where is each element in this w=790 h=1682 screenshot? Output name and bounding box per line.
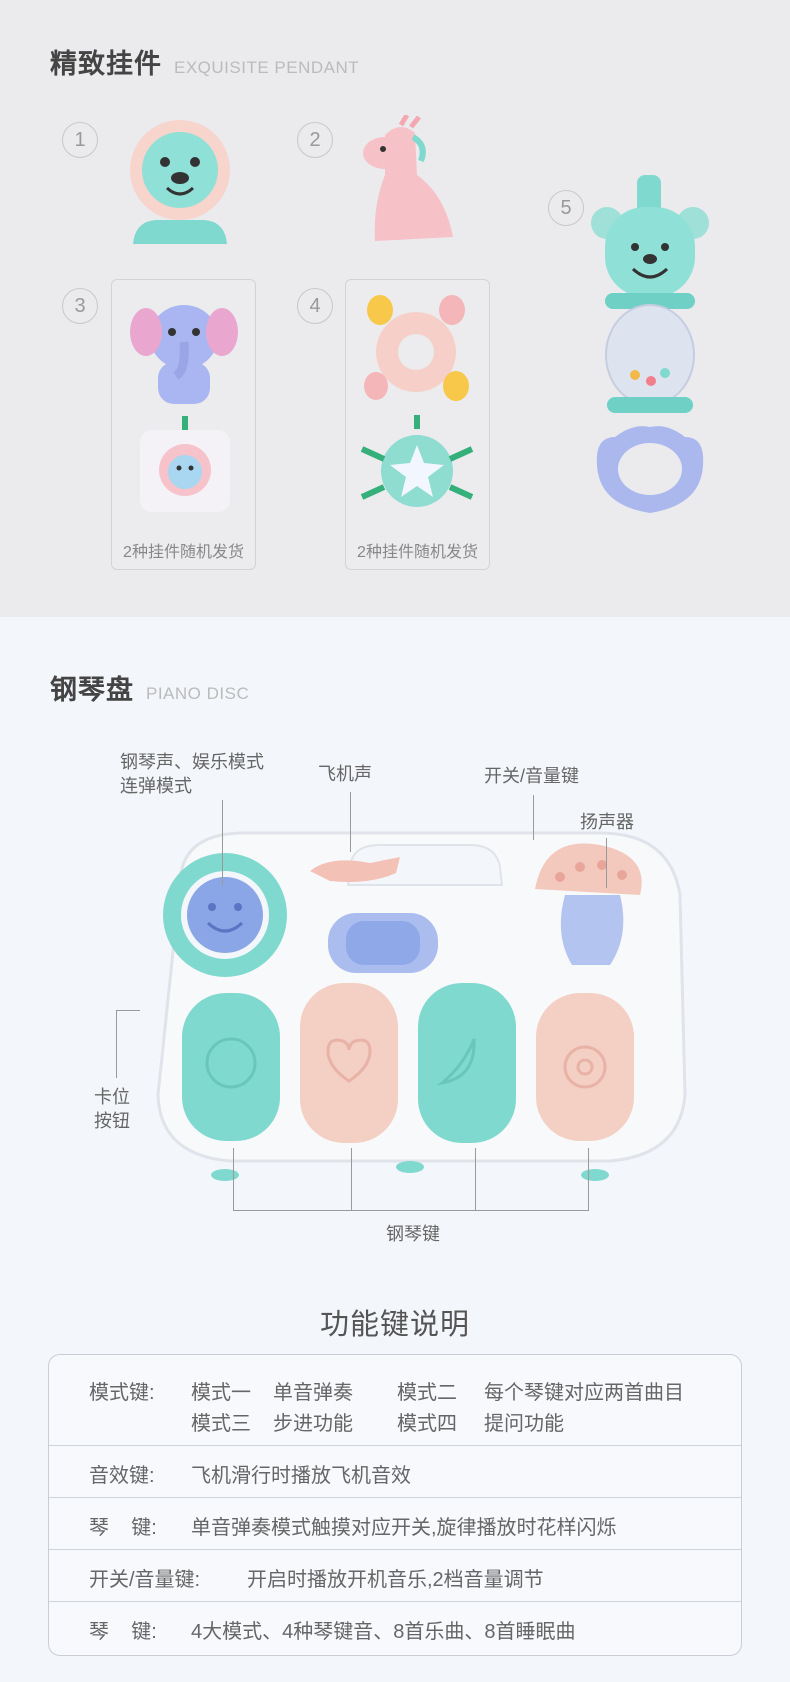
lion-cushion-image bbox=[140, 416, 230, 512]
function-key-switch: 开关/音量键: bbox=[89, 1569, 201, 1591]
pendant-number-1: 1 bbox=[62, 122, 98, 158]
label-plane: 飞机声 bbox=[318, 764, 372, 784]
function-row-sound: 音效键: 飞机滑行时播放飞机音效 bbox=[49, 1445, 741, 1497]
piano-title-en: PIANO DISC bbox=[146, 684, 250, 703]
label-clip-line2: 按钮 bbox=[94, 1111, 130, 1131]
giraffe-pendant-image bbox=[363, 115, 453, 241]
bear-rattle-image bbox=[591, 175, 709, 513]
label-mode-line1: 钢琴声、娱乐模式 bbox=[120, 752, 264, 772]
piano-disc-image bbox=[156, 831, 687, 1181]
mode-4-desc: 提问功能 bbox=[484, 1413, 564, 1435]
bracket-left bbox=[233, 1148, 234, 1210]
function-table: 模式键: 模式一 单音弹奏 模式二 每个琴键对应两首曲目 模式三 步进功能 模式… bbox=[48, 1354, 742, 1656]
function-val-sound: 飞机滑行时播放飞机音效 bbox=[191, 1465, 411, 1487]
pendant-caption-3: 2种挂件随机发货 bbox=[123, 544, 244, 561]
bracket-bottom bbox=[233, 1210, 589, 1211]
pendant-title-en: EXQUISITE PENDANT bbox=[174, 58, 360, 77]
piano-section-title: 钢琴盘 PIANO DISC bbox=[50, 668, 249, 707]
mode-3-desc: 步进功能 bbox=[273, 1413, 353, 1435]
leader-line-speaker bbox=[606, 838, 607, 888]
leader-line-switch bbox=[533, 795, 534, 840]
leader-line-plane bbox=[350, 792, 351, 852]
function-key-key: 琴 键: bbox=[89, 1517, 157, 1539]
pendant-number-3: 3 bbox=[62, 288, 98, 324]
function-key-mode: 模式键: bbox=[89, 1382, 155, 1404]
function-row-switch: 开关/音量键: 开启时播放开机音乐,2档音量调节 bbox=[49, 1549, 741, 1601]
mode-1-label: 模式一 bbox=[191, 1382, 251, 1404]
bracket-right bbox=[588, 1148, 589, 1210]
pendant-number-2: 2 bbox=[297, 122, 333, 158]
label-clip-line1: 卡位 bbox=[94, 1087, 130, 1107]
function-title: 功能键说明 bbox=[319, 1309, 470, 1341]
mode-1-desc: 单音弹奏 bbox=[273, 1382, 353, 1404]
function-val-switch: 开启时播放开机音乐,2档音量调节 bbox=[247, 1569, 544, 1591]
elephant-pendant-image bbox=[130, 305, 238, 404]
function-row-key2: 琴 键: 4大模式、4种琴键音、8首乐曲、8首睡眠曲 bbox=[49, 1601, 741, 1655]
label-keys: 钢琴键 bbox=[386, 1224, 440, 1244]
mode-2-label: 模式二 bbox=[397, 1382, 457, 1404]
lion-pendant-image bbox=[130, 120, 230, 244]
leader-line-mode bbox=[222, 800, 223, 885]
leader-line-clip bbox=[116, 1010, 117, 1078]
function-key-key2: 琴 键: bbox=[89, 1621, 157, 1643]
pendant-section: 精致挂件 EXQUISITE PENDANT 1 2 3 4 5 bbox=[0, 0, 790, 617]
label-mode-line2: 连弹模式 bbox=[120, 776, 192, 796]
pendant-caption-4: 2种挂件随机发货 bbox=[357, 544, 478, 561]
bracket-mid2 bbox=[475, 1148, 476, 1210]
pendant-title-zh: 精致挂件 bbox=[50, 49, 162, 79]
function-row-mode: 模式键: 模式一 单音弹奏 模式二 每个琴键对应两首曲目 模式三 步进功能 模式… bbox=[49, 1355, 741, 1445]
function-key-sound: 音效键: bbox=[89, 1465, 155, 1487]
bracket-mid1 bbox=[351, 1148, 352, 1210]
function-val-key2: 4大模式、4种琴键音、8首乐曲、8首睡眠曲 bbox=[191, 1621, 576, 1643]
star-cloth-image bbox=[360, 415, 474, 507]
leader-line-clip-h bbox=[116, 1010, 140, 1011]
pendant-section-title: 精致挂件 EXQUISITE PENDANT bbox=[50, 42, 359, 81]
piano-title-zh: 钢琴盘 bbox=[50, 675, 134, 705]
mode-3-label: 模式三 bbox=[191, 1413, 251, 1435]
label-switch: 开关/音量键 bbox=[484, 766, 580, 786]
label-speaker: 扬声器 bbox=[580, 812, 634, 832]
pendant-number-5: 5 bbox=[548, 190, 584, 226]
teether-ring-image bbox=[364, 295, 469, 401]
pendant-number-4: 4 bbox=[297, 288, 333, 324]
function-row-key: 琴 键: 单音弹奏模式触摸对应开关,旋律播放时花样闪烁 bbox=[49, 1497, 741, 1549]
mode-2-desc: 每个琴键对应两首曲目 bbox=[484, 1382, 684, 1404]
function-val-key: 单音弹奏模式触摸对应开关,旋律播放时花样闪烁 bbox=[191, 1517, 617, 1539]
mode-4-label: 模式四 bbox=[397, 1413, 457, 1435]
